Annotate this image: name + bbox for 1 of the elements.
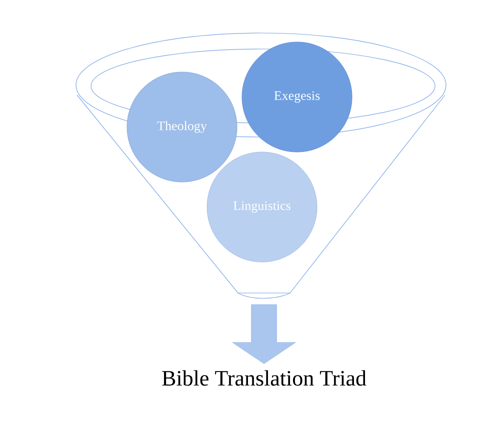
- title-text: Bible Translation Triad: [162, 370, 366, 386]
